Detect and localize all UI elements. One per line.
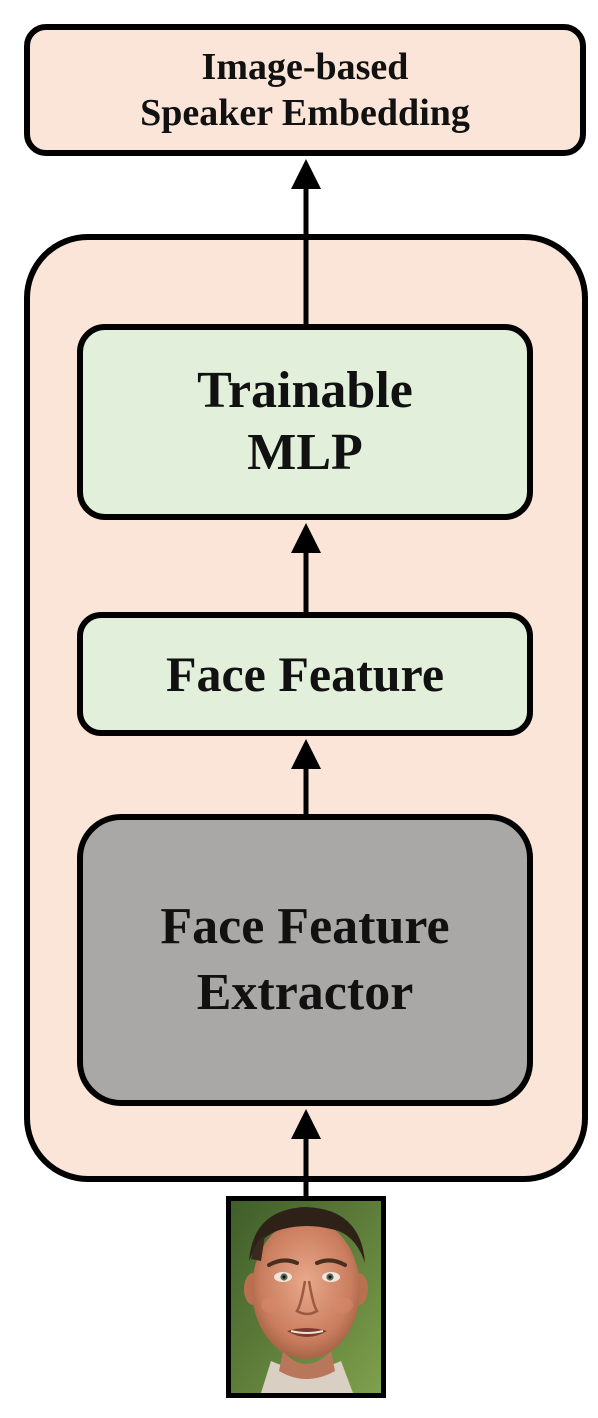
mlp-box-line2: MLP bbox=[247, 424, 363, 481]
mlp-box: Trainable MLP bbox=[77, 324, 533, 520]
extractor-box-line2: Extractor bbox=[196, 964, 414, 1021]
face-photo-icon bbox=[231, 1201, 381, 1393]
face-image bbox=[226, 1196, 386, 1398]
feature-box-label: Face Feature bbox=[165, 646, 445, 702]
output-box-line2: Speaker Embedding bbox=[140, 92, 470, 134]
output-box: Image-based Speaker Embedding bbox=[24, 24, 586, 156]
mlp-box-line1: Trainable bbox=[197, 362, 413, 419]
extractor-box: Face Feature Extractor bbox=[77, 814, 533, 1106]
output-box-line1: Image-based bbox=[201, 46, 409, 88]
feature-box: Face Feature bbox=[77, 612, 533, 736]
extractor-box-line1: Face Feature bbox=[160, 898, 450, 955]
